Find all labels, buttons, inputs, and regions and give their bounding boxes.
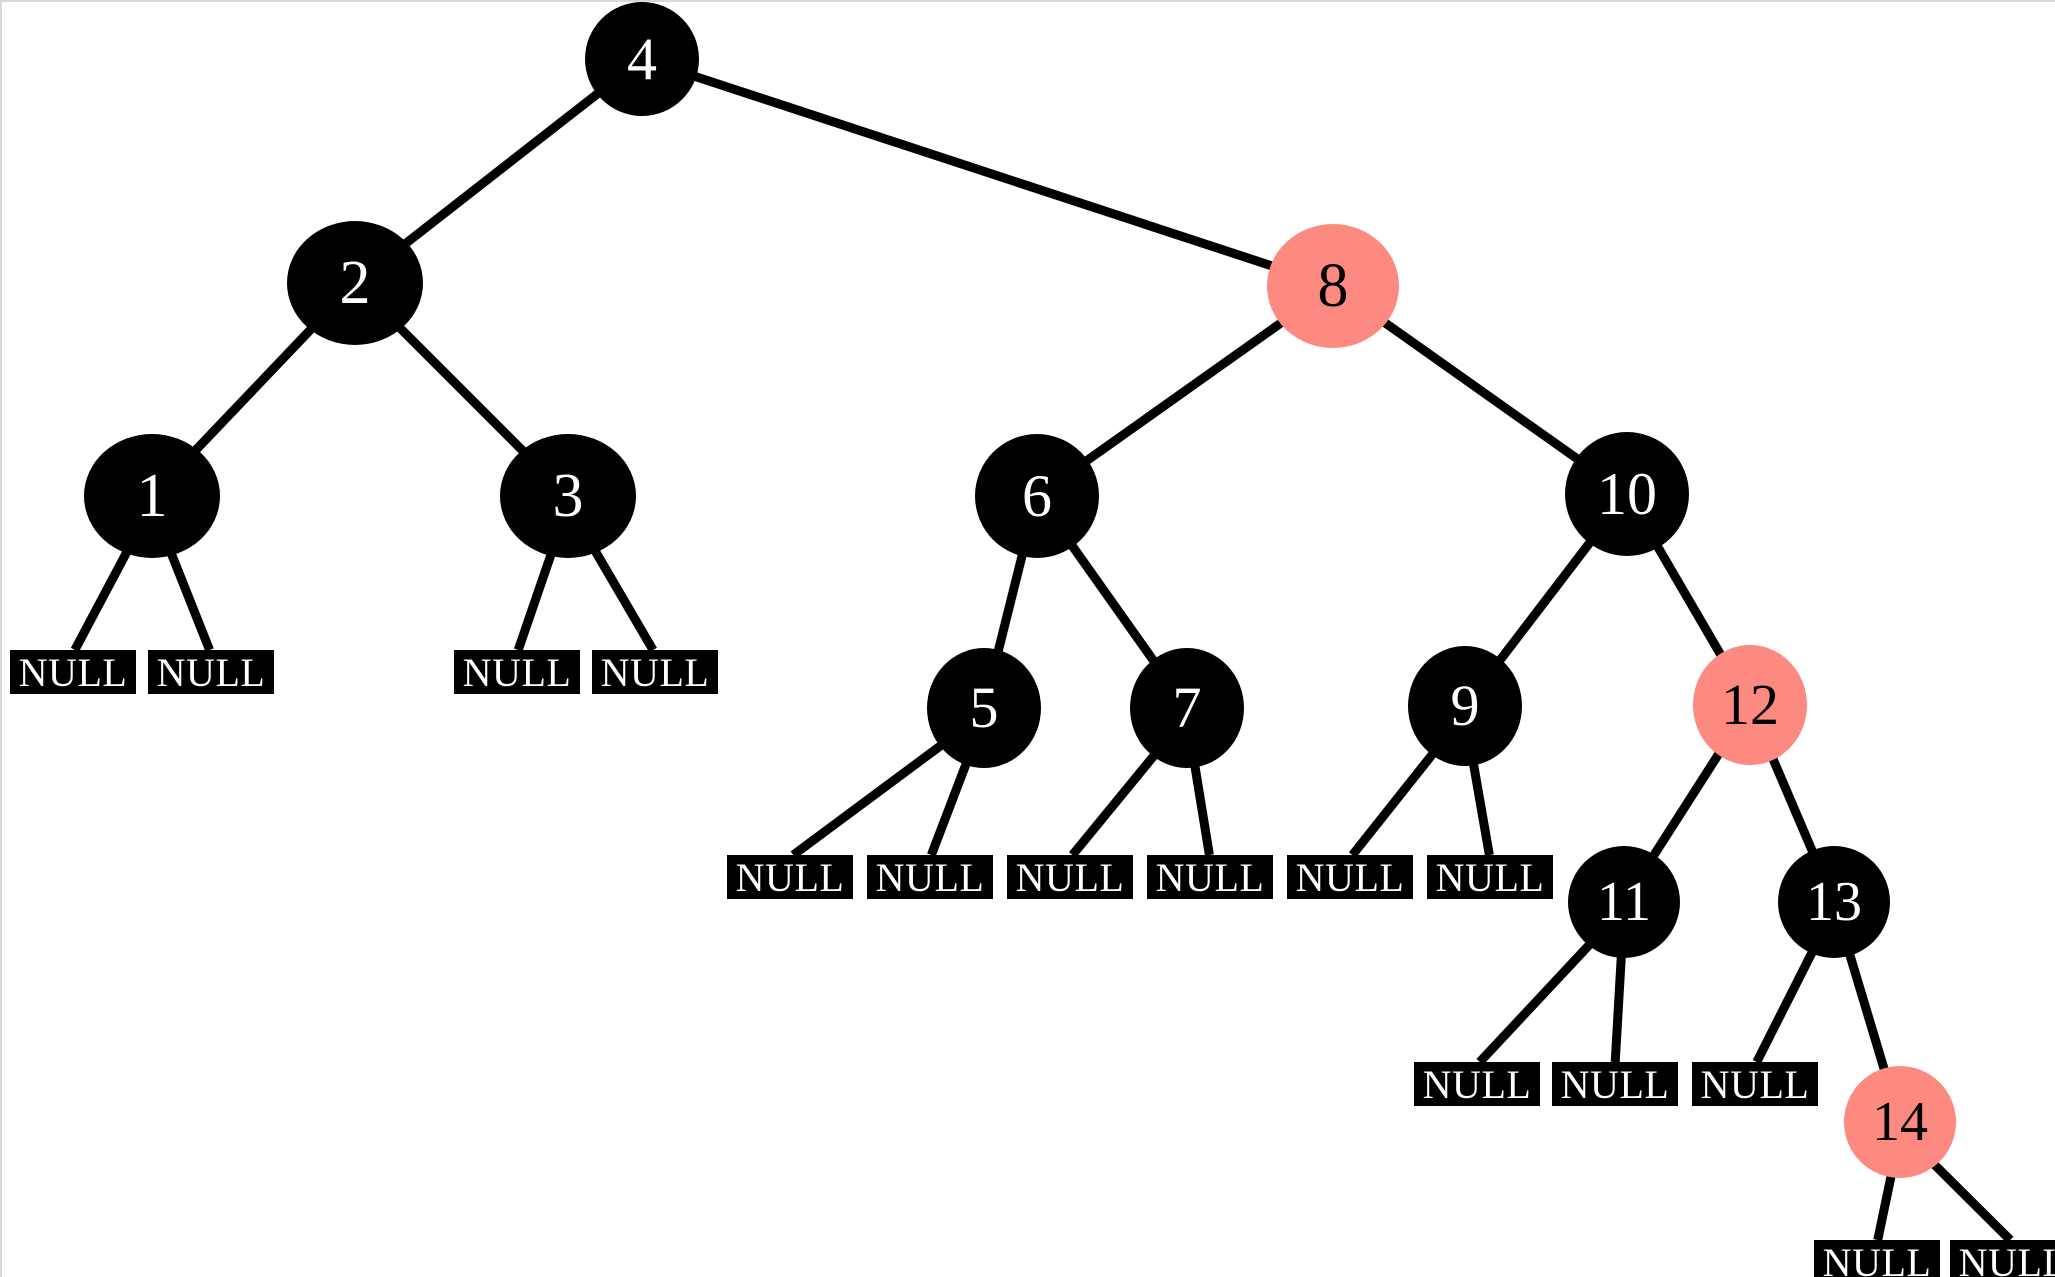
null-leaf-box: NULL xyxy=(1427,855,1553,899)
tree-node-12[interactable]: 12 xyxy=(1693,645,1807,765)
null-leaf-label: NULL xyxy=(18,650,128,694)
null-leaf-box: NULL xyxy=(1814,1240,1940,1277)
tree-edge xyxy=(70,549,131,653)
tree-edge xyxy=(993,553,1027,653)
tree-edge xyxy=(1190,764,1214,856)
null-leaf-label: NULL xyxy=(462,650,572,694)
null-leaf-box: NULL xyxy=(148,650,274,694)
tree-node-4[interactable]: 4 xyxy=(585,2,699,116)
tree-node-label: 8 xyxy=(1317,252,1349,320)
tree-node-label: 14 xyxy=(1872,1091,1928,1153)
tree-edge xyxy=(1653,543,1725,658)
tree-edge xyxy=(1930,1161,2014,1244)
tree-edge xyxy=(192,325,315,454)
tree-edge xyxy=(396,324,527,455)
tree-node-1[interactable]: 1 xyxy=(84,434,220,558)
null-leaf-label: NULL xyxy=(1015,855,1125,899)
null-leaf-box: NULL xyxy=(1147,855,1273,899)
null-leaf-box: NULL xyxy=(1692,1062,1818,1106)
null-leaf-label: NULL xyxy=(1422,1062,1532,1106)
tree-node-3[interactable]: 3 xyxy=(500,434,636,558)
tree-edge xyxy=(591,548,657,653)
null-leaf-box: NULL xyxy=(1552,1062,1678,1106)
tree-edge xyxy=(1752,949,1817,1065)
null-leaf-label: NULL xyxy=(1958,1240,2055,1277)
tree-edge xyxy=(513,552,556,652)
tree-node-label: 9 xyxy=(1450,673,1480,738)
tree-node-label: 11 xyxy=(1597,871,1651,933)
null-leaf-label: NULL xyxy=(735,855,845,899)
null-leaf-label: NULL xyxy=(875,855,985,899)
tree-edge xyxy=(927,761,971,857)
tree-node-label: 1 xyxy=(136,462,168,530)
tree-node-14[interactable]: 14 xyxy=(1844,1066,1956,1178)
null-leaf-label: NULL xyxy=(1700,1062,1810,1106)
null-leaf-box: NULL xyxy=(867,855,993,899)
tree-node-9[interactable]: 9 xyxy=(1408,646,1522,766)
tree-node-5[interactable]: 5 xyxy=(927,648,1041,768)
tree-edge xyxy=(1845,952,1889,1072)
tree-edge xyxy=(1768,756,1817,854)
tree-edge xyxy=(167,551,214,652)
null-leaf-label: NULL xyxy=(1822,1240,1932,1277)
tree-edge xyxy=(1069,752,1158,858)
tree-node-11[interactable]: 11 xyxy=(1568,846,1680,958)
null-leaf-label: NULL xyxy=(600,650,710,694)
tree-node-label: 10 xyxy=(1597,461,1657,527)
tree-node-7[interactable]: 7 xyxy=(1130,648,1244,768)
null-leaf-label: NULL xyxy=(1560,1062,1670,1106)
null-leaf-box: NULL xyxy=(1287,855,1413,899)
tree-node-label: 2 xyxy=(339,249,371,317)
tree-edge xyxy=(1348,750,1437,858)
tree-node-13[interactable]: 13 xyxy=(1778,846,1890,958)
null-leaf-box: NULL xyxy=(1950,1240,2055,1277)
tree-node-label: 5 xyxy=(969,675,999,740)
null-leaf-label: NULL xyxy=(1295,855,1405,899)
tree-node-10[interactable]: 10 xyxy=(1565,432,1689,556)
tree-edge xyxy=(1381,318,1581,463)
tree-edge xyxy=(693,71,1274,271)
tree-node-label: 7 xyxy=(1172,675,1202,740)
tree-node-label: 4 xyxy=(627,26,657,92)
tree-edge xyxy=(1068,542,1158,664)
null-leaf-box: NULL xyxy=(592,650,718,694)
tree-node-label: 12 xyxy=(1721,672,1779,737)
null-leaf-box: NULL xyxy=(1414,1062,1540,1106)
tree-edge xyxy=(402,89,602,248)
null-leaf-box: NULL xyxy=(10,650,136,694)
tree-node-6[interactable]: 6 xyxy=(975,434,1099,558)
tree-node-label: 13 xyxy=(1806,871,1862,933)
tree-edge xyxy=(1649,750,1723,859)
tree-node-2[interactable]: 2 xyxy=(287,221,423,345)
tree-node-label: 3 xyxy=(552,462,584,530)
null-leaf-box: NULL xyxy=(1007,855,1133,899)
tree-edge xyxy=(1083,318,1285,465)
tree-node-label: 6 xyxy=(1022,463,1052,529)
tree-edge xyxy=(1468,762,1494,856)
tree-edge xyxy=(1873,1174,1896,1241)
null-leaf-label: NULL xyxy=(1435,855,1545,899)
null-leaf-box: NULL xyxy=(454,650,580,694)
tree-edge xyxy=(790,741,945,859)
tree-edge xyxy=(1496,539,1595,664)
tree-node-8[interactable]: 8 xyxy=(1267,224,1399,348)
null-leaf-label: NULL xyxy=(156,650,266,694)
tree-edge xyxy=(1610,955,1626,1063)
tree-edge xyxy=(1476,941,1594,1066)
null-leaf-label: NULL xyxy=(1155,855,1265,899)
null-leaf-box: NULL xyxy=(727,855,853,899)
